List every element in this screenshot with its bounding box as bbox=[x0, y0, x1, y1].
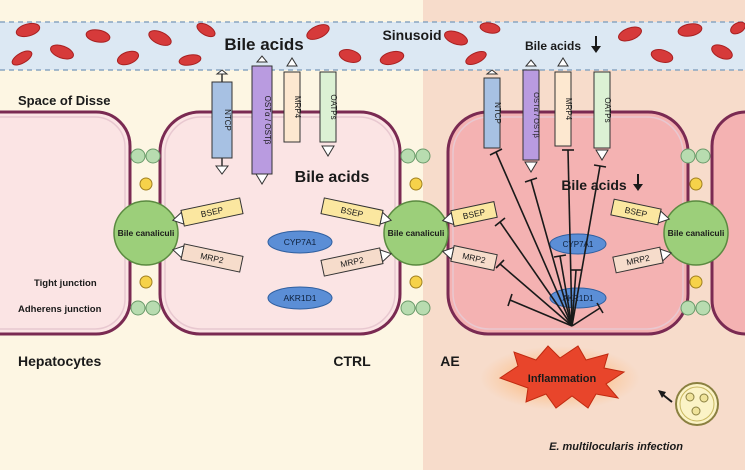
mrp2-transporter-ae-left bbox=[441, 245, 498, 271]
mrp2-label-ctrl-left: MRP2 bbox=[199, 251, 224, 266]
tight-junction-label: Tight junction bbox=[34, 278, 97, 289]
bsep-label-ae-left: BSEP bbox=[462, 207, 487, 222]
mrp2-label-ae-right: MRP2 bbox=[625, 253, 650, 268]
cyp7a1-enzyme-ae: CYP7A1 bbox=[549, 233, 607, 255]
bile-acids-top-right: Bile acids bbox=[525, 39, 581, 53]
akr1d1-label-ae: AKR1D1 bbox=[562, 294, 594, 303]
bile-canaliculi-label-3: Bile canaliculi bbox=[668, 228, 725, 238]
ntcp-transporter-ctrl: NTCP bbox=[211, 69, 233, 175]
sinusoid-label: Sinusoid bbox=[382, 27, 441, 43]
space-of-disse-label: Space of Disse bbox=[18, 93, 111, 108]
oatps-transporter-ctrl: OATPs bbox=[319, 71, 338, 157]
bsep-transporter-ae-left bbox=[441, 201, 498, 227]
bsep-label-ctrl-left: BSEP bbox=[200, 205, 225, 220]
ntcp-transporter-ae: NTCP bbox=[483, 69, 502, 149]
bile-acids-top-left: Bile acids bbox=[224, 35, 303, 54]
bile-canaliculi-label-2: Bile canaliculi bbox=[388, 228, 445, 238]
cyp7a1-label-ae: CYP7A1 bbox=[563, 240, 594, 249]
bsep-transporter-ae-right bbox=[610, 198, 671, 226]
mrp2-label-ctrl-right: MRP2 bbox=[339, 255, 364, 270]
ctrl-label: CTRL bbox=[333, 353, 371, 369]
cyp7a1-label-ctrl: CYP7A1 bbox=[284, 237, 317, 247]
inflammation-burst bbox=[498, 345, 626, 409]
mrp4-transporter-ctrl: MRP4 bbox=[283, 57, 302, 143]
ntcp-label-ae: NTCP bbox=[493, 102, 502, 124]
mrp2-transporter-ae-right bbox=[612, 246, 673, 274]
akr1d1-enzyme-ctrl: AKR1D1 bbox=[267, 286, 333, 310]
mrp4-label-ae: MRP4 bbox=[564, 98, 573, 121]
mrp2-label-ae-left: MRP2 bbox=[461, 251, 486, 266]
hepatocyte-left bbox=[0, 110, 132, 336]
infection-arrow-icon bbox=[658, 390, 673, 403]
junctions bbox=[130, 148, 711, 316]
bile-canaliculi-label-1: Bile canaliculi bbox=[118, 228, 175, 238]
mrp4-label-ctrl: MRP4 bbox=[293, 96, 302, 119]
parasite-cyst-icon bbox=[675, 382, 719, 426]
hepatocytes-label: Hepatocytes bbox=[18, 353, 101, 369]
akr1d1-label-ctrl: AKR1D1 bbox=[283, 293, 316, 303]
adherens-junction-label: Adherens junction bbox=[18, 304, 102, 315]
oatps-label-ctrl: OATPs bbox=[329, 94, 338, 119]
bile-acids-mid-left: Bile acids bbox=[295, 169, 370, 186]
bsep-label-ae-right: BSEP bbox=[624, 205, 649, 220]
down-arrow-icon-top bbox=[591, 36, 601, 53]
mrp4-transporter-ae: MRP4 bbox=[554, 57, 573, 147]
inflammation-label: Inflammation bbox=[528, 373, 597, 385]
hepatocytes bbox=[0, 110, 745, 336]
bsep-label-ctrl-right: BSEP bbox=[340, 205, 365, 220]
ost-label-ae: OSTα / OSTβ bbox=[532, 92, 541, 138]
cyp7a1-enzyme-ctrl: CYP7A1 bbox=[267, 230, 333, 254]
ost-label-ctrl: OSTα / OSTβ bbox=[263, 96, 272, 145]
bsep-transporter-ctrl-left bbox=[171, 197, 244, 227]
oatps-label-ae: OATPs bbox=[603, 97, 612, 122]
mrp2-transporter-ctrl-right bbox=[320, 247, 393, 277]
ae-label: AE bbox=[440, 353, 459, 369]
ntcp-label-ctrl: NTCP bbox=[223, 109, 232, 131]
down-arrow-icon-mid bbox=[633, 174, 643, 191]
bsep-transporter-ctrl-right bbox=[320, 197, 393, 227]
mrp2-transporter-ctrl-left bbox=[171, 243, 244, 273]
bile-canaliculi bbox=[113, 200, 729, 266]
ost-transporter-ctrl: OSTα / OSTβ bbox=[251, 55, 273, 185]
ost-transporter-ae: OSTα / OSTβ bbox=[522, 59, 541, 173]
oatps-transporter-ae: OATPs bbox=[593, 71, 612, 161]
inhibition-lines bbox=[489, 148, 607, 327]
bile-acids-mid-right: Bile acids bbox=[561, 177, 627, 193]
infection-label: E. multilocularis infection bbox=[549, 441, 683, 453]
red-blood-cells bbox=[11, 21, 745, 66]
